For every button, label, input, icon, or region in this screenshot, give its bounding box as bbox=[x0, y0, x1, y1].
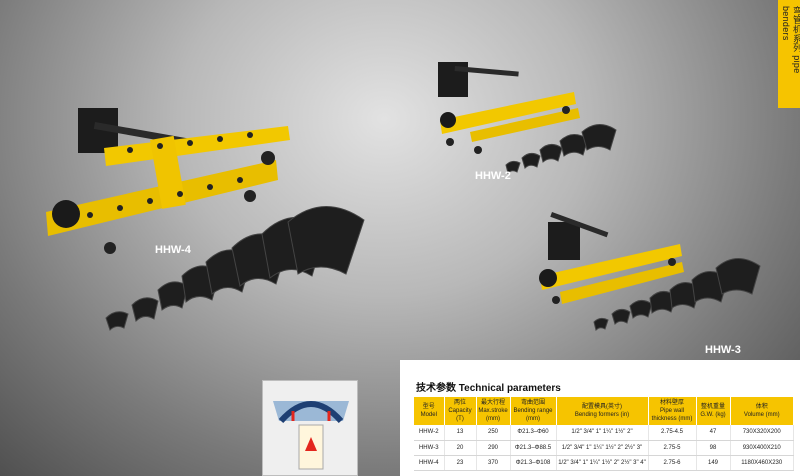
hhw2-formers-image bbox=[505, 124, 617, 174]
hhw3-label: HHW-3 bbox=[705, 344, 741, 356]
bending-diagram-image bbox=[273, 401, 349, 470]
column-header: 配置模具(英寸)Bending formers (in) bbox=[556, 397, 649, 425]
table-cell: Φ21.3–Φ108 bbox=[510, 455, 557, 471]
hhw4-formers-image bbox=[105, 206, 365, 331]
table-cell: 1/2" 3/4" 1" 1¼" 1½" 2" 2½" 3" 4" bbox=[556, 455, 649, 471]
hhw3-machine-image bbox=[539, 212, 684, 304]
technical-parameters-heading: 技术参数 Technical parameters bbox=[416, 383, 561, 394]
table-cell: 13 bbox=[444, 425, 477, 441]
table-cell: 2.75-4.5 bbox=[648, 425, 697, 441]
table-cell: 1/2" 3/4" 1" 1¼" 1½" 2" 2½" 3" bbox=[556, 440, 649, 456]
hhw4-machine-image bbox=[46, 108, 290, 254]
hhw2-machine-image bbox=[438, 62, 580, 154]
table-cell: 2.75-5 bbox=[648, 440, 697, 456]
hhw4-label: HHW-4 bbox=[155, 244, 191, 256]
table-cell: 250 bbox=[476, 425, 511, 441]
table-row: HHW-4 23 370 Φ21.3–Φ108 1/2" 3/4" 1" 1¼"… bbox=[414, 455, 794, 471]
table-cell: 290 bbox=[476, 440, 511, 456]
hhw3-formers-image bbox=[593, 258, 761, 331]
table-cell: 20 bbox=[444, 440, 477, 456]
table-cell: 23 bbox=[444, 455, 477, 471]
table-cell: HHW-3 bbox=[414, 440, 445, 456]
bending-diagram bbox=[262, 380, 358, 476]
hhw2-label: HHW-2 bbox=[475, 170, 511, 182]
table-cell: Φ21.3–Φ88.5 bbox=[510, 440, 557, 456]
table-cell: 730X320X200 bbox=[730, 425, 794, 441]
table-cell: 149 bbox=[696, 455, 731, 471]
table-cell: 1180X460X230 bbox=[730, 455, 794, 471]
table-cell: HHW-2 bbox=[414, 425, 445, 441]
table-cell: 930X400X210 bbox=[730, 440, 794, 456]
table-cell: Φ21.3–Φ60 bbox=[510, 425, 557, 441]
table-row: HHW-2 13 250 Φ21.3–Φ60 1/2" 3/4" 1" 1¼" … bbox=[414, 425, 794, 441]
table-cell: 370 bbox=[476, 455, 511, 471]
table-cell: 2.75-6 bbox=[648, 455, 697, 471]
table-cell: HHW-4 bbox=[414, 455, 445, 471]
table-cell: 98 bbox=[696, 440, 731, 456]
table-cell: 47 bbox=[696, 425, 731, 441]
category-tab-label: 弯管机系列 pipe benders bbox=[781, 6, 800, 74]
table-cell: 1/2" 3/4" 1" 1¼" 1½" 2" bbox=[556, 425, 649, 441]
category-tab: 弯管机系列 pipe benders bbox=[778, 0, 800, 108]
table-row: HHW-3 20 290 Φ21.3–Φ88.5 1/2" 3/4" 1" 1¼… bbox=[414, 440, 794, 456]
